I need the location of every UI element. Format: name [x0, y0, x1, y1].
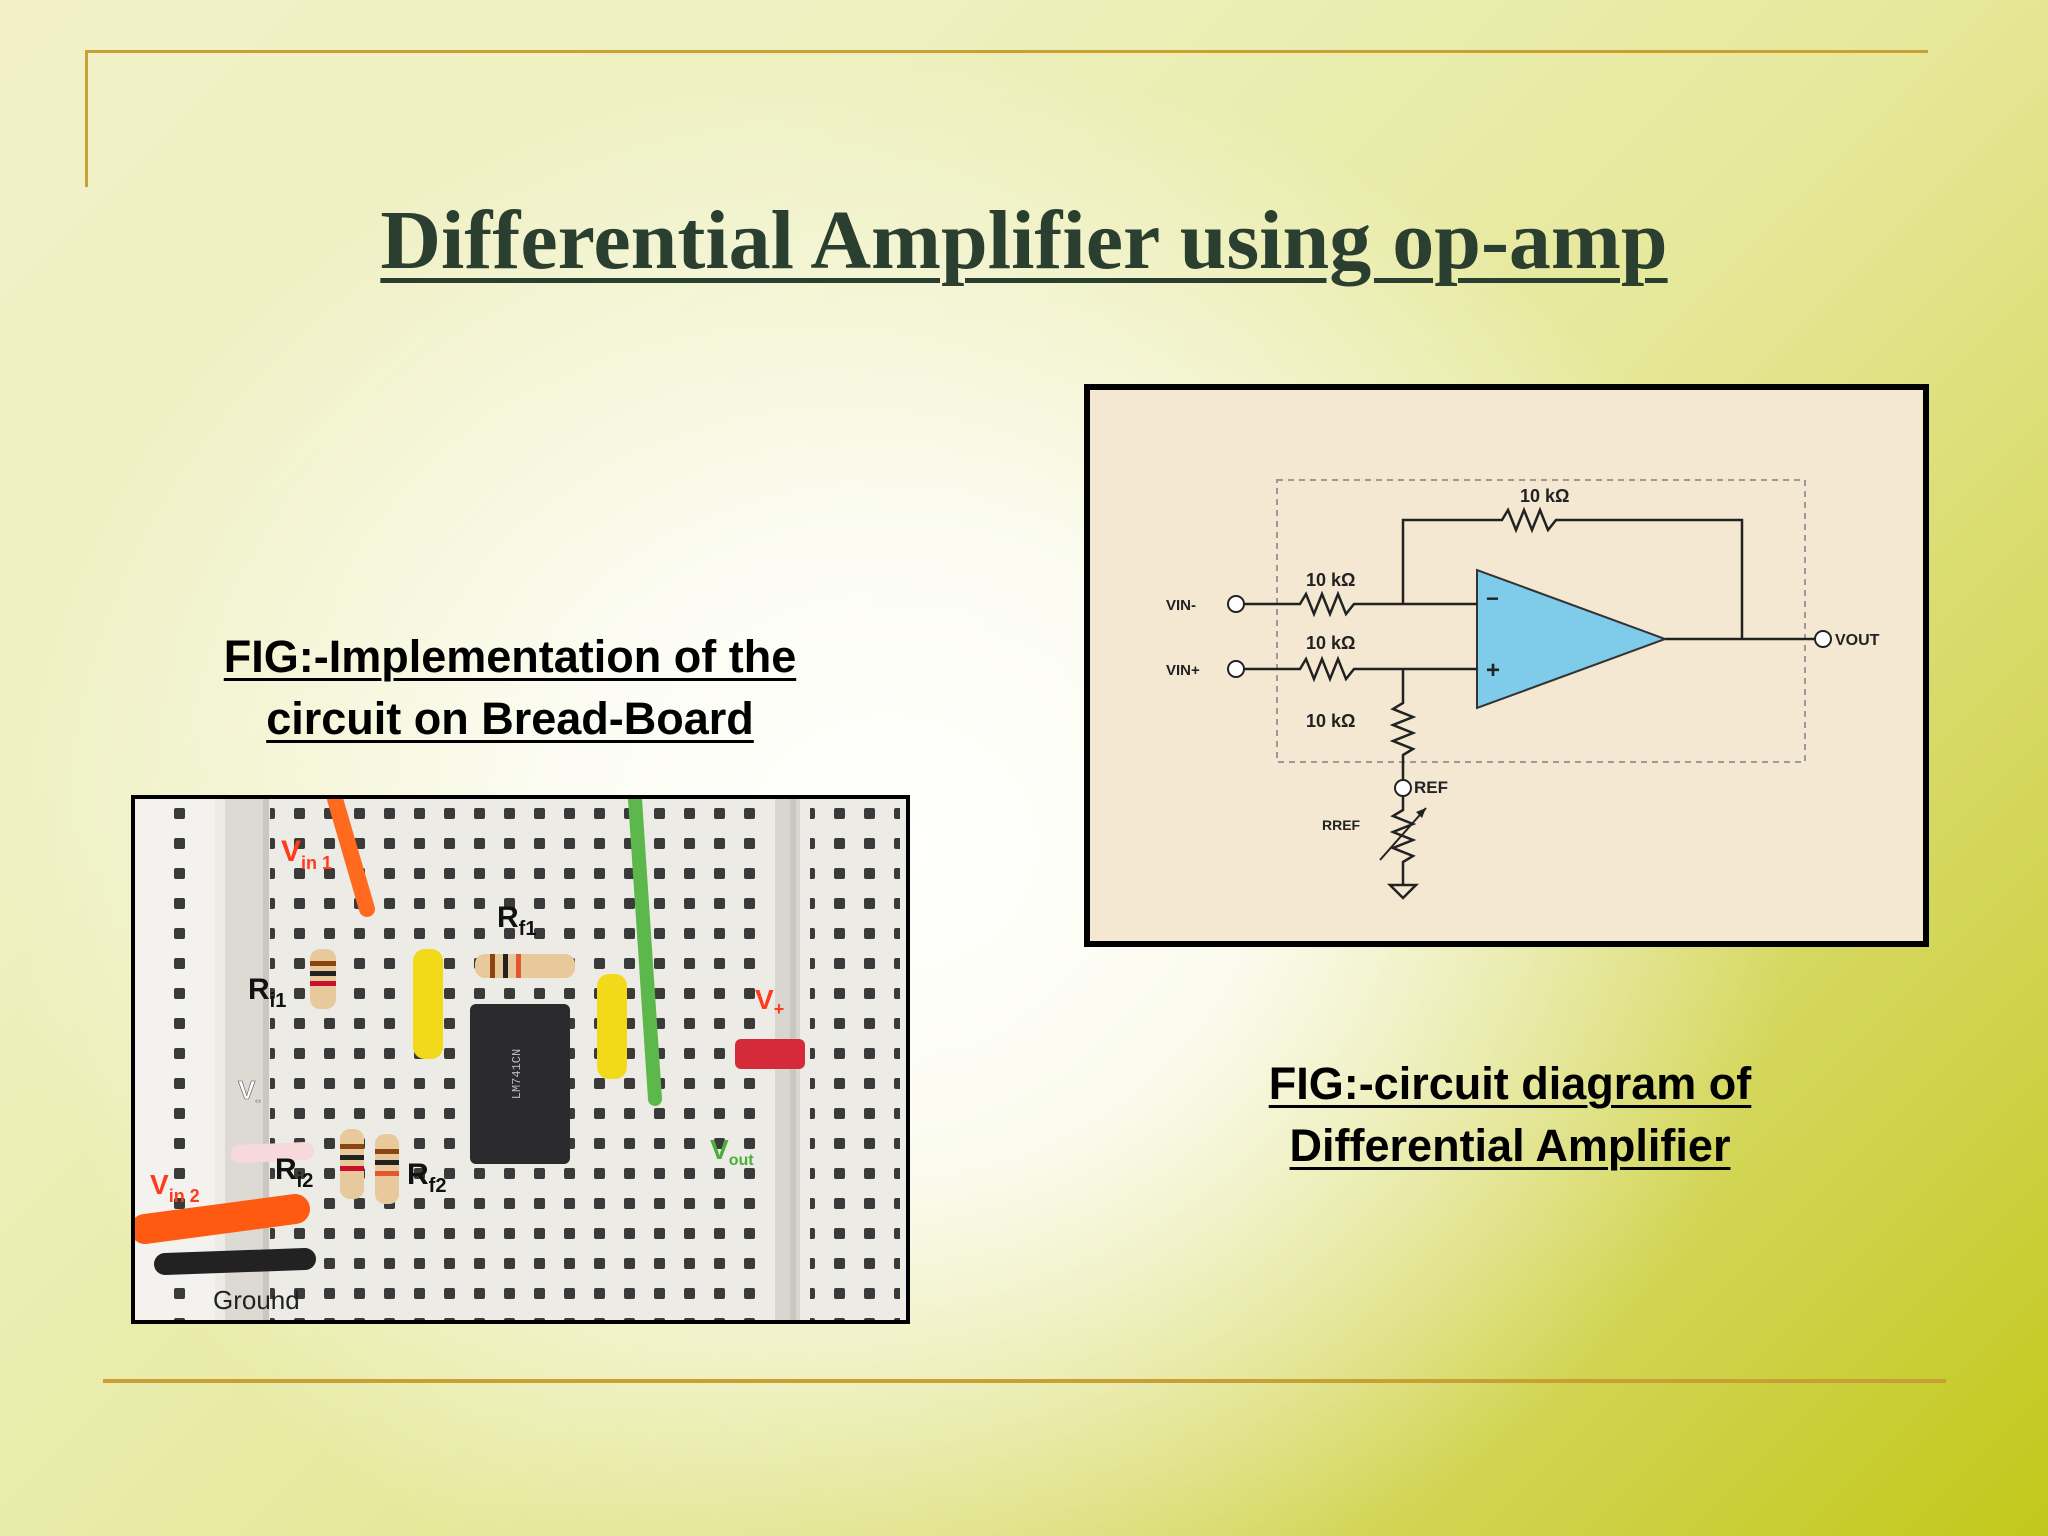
ground-symbol [1386, 883, 1420, 900]
label-vin-plus: VIN+ [1166, 662, 1200, 679]
breadboard-photo: LM741CN Vin 1 Ri1 Rf1 V+ V- Ri2 Rf2 Vout… [131, 795, 910, 1324]
diagram-caption-line2: Differential Amplifier [1289, 1120, 1731, 1171]
label-r-in-minus: 10 kΩ [1306, 570, 1355, 590]
vin2-wire [135, 1194, 310, 1244]
breadboard-caption-line2: circuit on Bread-Board [266, 693, 754, 744]
label-vin1: Vin 1 [281, 835, 332, 873]
breadboard-caption-line1: FIG:-Implementation of the [223, 631, 797, 682]
label-r-ref: 10 kΩ [1306, 711, 1355, 731]
vminus-wire [231, 1142, 314, 1163]
vout-terminal [1814, 630, 1832, 648]
bottom-border-line [103, 1379, 1946, 1383]
dashed-boundary [1276, 479, 1806, 763]
opamp-plus: + [1486, 657, 1500, 684]
ref-terminal [1394, 779, 1412, 797]
vin1-wire [327, 799, 375, 917]
label-vplus: V+ [755, 984, 784, 1019]
op-amp-ic: LM741CN [470, 1004, 570, 1164]
svg-text:LM741CN: LM741CN [510, 1049, 524, 1099]
label-rref: RREF [1322, 817, 1361, 833]
resistor-rf2 [375, 1134, 399, 1204]
label-rf1: Rf1 [497, 901, 536, 940]
breadboard-illustration: LM741CN Vin 1 Ri1 Rf1 V+ V- Ri2 Rf2 Vout… [135, 799, 906, 1320]
r-feedback-resistor [1401, 506, 1744, 639]
vin-plus-terminal [1227, 660, 1245, 678]
r-in-minus-resistor [1244, 590, 1477, 618]
label-ri2: Ri2 [275, 1153, 313, 1192]
label-ground: Ground [213, 1285, 300, 1315]
diagram-caption-line1: FIG:-circuit diagram of [1268, 1058, 1752, 1109]
top-border-line [85, 50, 1928, 53]
rref-variable-resistor [1389, 796, 1417, 885]
r-in-plus-resistor [1244, 655, 1477, 683]
vplus-jumper [735, 1039, 805, 1069]
op-amp-symbol [1476, 568, 1668, 710]
resistor-rf1 [475, 954, 575, 978]
label-r-in-plus: 10 kΩ [1306, 633, 1355, 653]
resistor-ri1 [310, 949, 336, 1009]
label-vminus: V- [238, 1075, 261, 1109]
left-border-line [85, 50, 88, 187]
resistor-ri2 [340, 1129, 364, 1199]
breadboard-caption: FIG:-Implementation of the circuit on Br… [140, 626, 880, 750]
r-ref-resistor [1389, 669, 1417, 780]
label-vin2: Vin 2 [150, 1169, 200, 1206]
label-vout: Vout [710, 1134, 754, 1169]
label-rf2: Rf2 [407, 1158, 446, 1197]
label-vout: VOUT [1835, 632, 1880, 649]
label-vin-minus: VIN- [1166, 597, 1196, 614]
vout-wire [628, 799, 662, 1106]
capacitor-left [413, 949, 443, 1059]
label-r-feedback: 10 kΩ [1520, 486, 1569, 506]
capacitor-right [597, 974, 627, 1079]
label-ri1: Ri1 [248, 973, 286, 1012]
label-ref: REF [1414, 778, 1448, 797]
diagram-caption: FIG:-circuit diagram of Differential Amp… [1180, 1053, 1840, 1177]
ground-wire [154, 1248, 316, 1275]
circuit-diagram: − + 10 kΩ 10 kΩ 10 kΩ 10 kΩ VIN- VIN+ VO… [1084, 384, 1929, 947]
circuit-schematic: − + 10 kΩ 10 kΩ 10 kΩ 10 kΩ VIN- VIN+ VO… [1166, 479, 1880, 900]
opamp-minus: − [1486, 586, 1499, 611]
rref-arrow [1379, 807, 1427, 861]
slide-title: Differential Amplifier using op-amp [380, 194, 1668, 287]
vin-minus-terminal [1227, 595, 1245, 613]
